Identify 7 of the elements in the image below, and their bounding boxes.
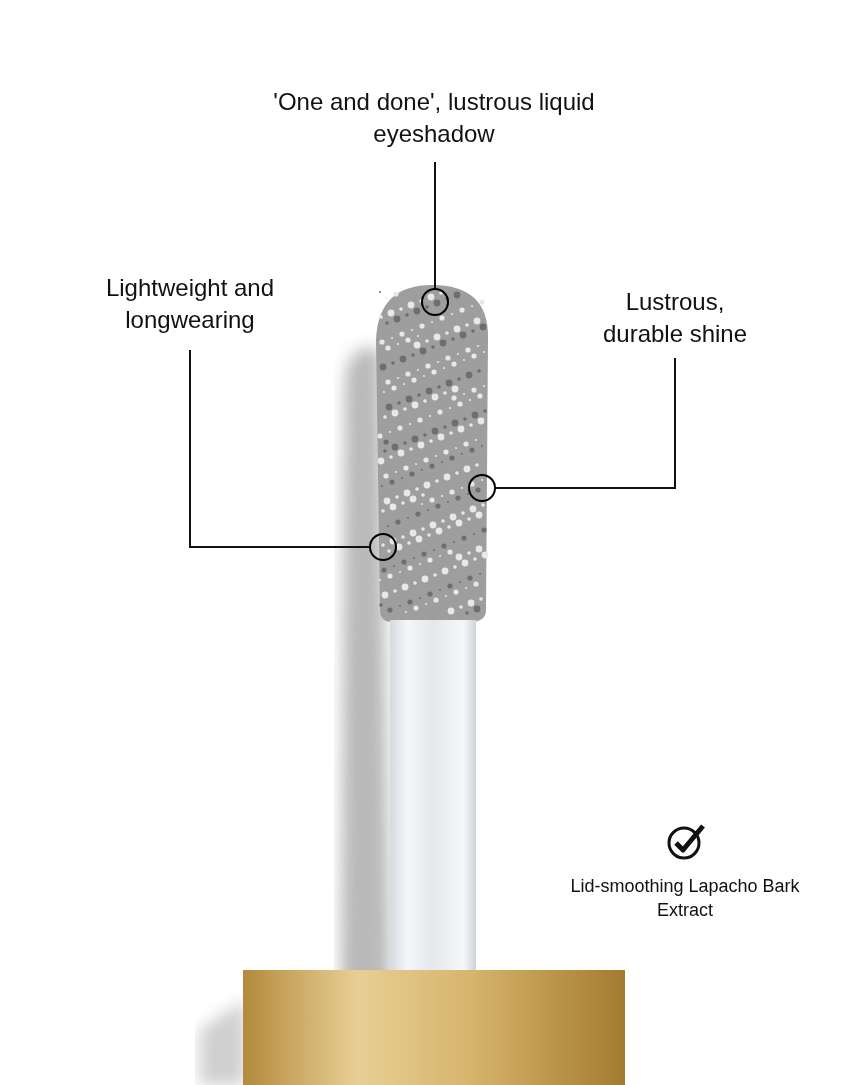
leader-line xyxy=(189,349,370,548)
leader-line xyxy=(434,161,436,289)
ingredient-note: Lid-smoothing Lapacho Bark Extract xyxy=(569,875,801,922)
callout-text: Lightweight and longwearing xyxy=(70,272,310,344)
callout-text: 'One and done', lustrous liquid eyeshadow xyxy=(264,86,604,156)
callout-text: Lustrous, durable shine xyxy=(590,286,760,352)
leader-line xyxy=(495,357,676,489)
